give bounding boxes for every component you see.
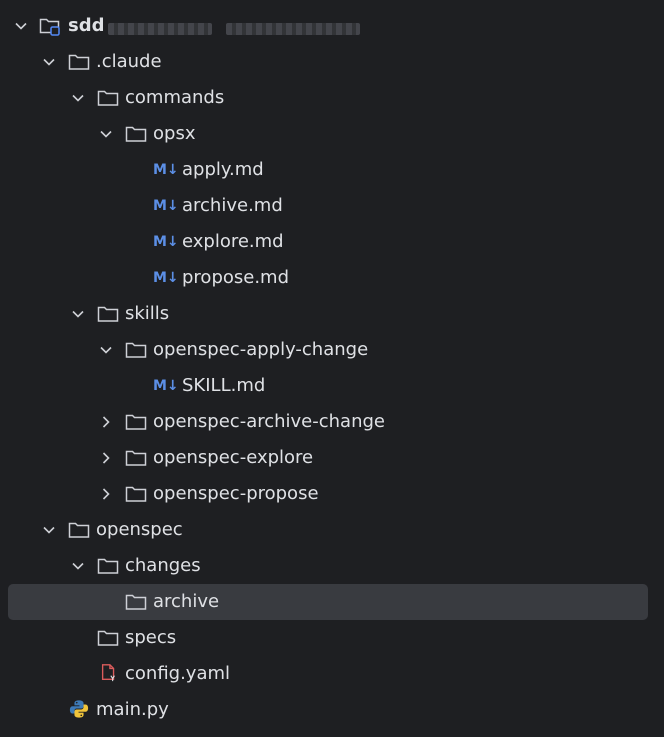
tree-item-label: openspec-propose (153, 483, 319, 504)
folder-icon (125, 450, 147, 466)
tree-item-label: .claude (96, 51, 162, 72)
chevron-down-icon[interactable] (97, 341, 115, 359)
tree-row-commands[interactable]: commands (0, 80, 664, 116)
tree-row-config-yaml[interactable]: config.yaml (0, 656, 664, 692)
redacted-path (108, 23, 212, 35)
python-file-icon (69, 700, 89, 718)
tree-item-label: openspec (96, 519, 183, 540)
folder-icon (68, 54, 90, 70)
markdown-icon: M↓ (153, 378, 179, 394)
folder-icon (125, 126, 147, 142)
tree-row-propose-md[interactable]: M↓ propose.md (0, 260, 664, 296)
tree-row-openspec-propose[interactable]: openspec-propose (0, 476, 664, 512)
tree-item-label: archive (153, 591, 220, 612)
tree-row-specs[interactable]: specs (0, 620, 664, 656)
folder-icon (125, 486, 147, 502)
tree-row-archive-md[interactable]: M↓ archive.md (0, 188, 664, 224)
chevron-down-icon[interactable] (69, 305, 87, 323)
chevron-down-icon[interactable] (69, 89, 87, 107)
tree-row-sdd[interactable]: sdd (0, 8, 664, 44)
tree-item-label: SKILL.md (182, 375, 266, 396)
chevron-down-icon[interactable] (12, 17, 30, 35)
folder-icon (68, 522, 90, 538)
tree-row-changes[interactable]: changes (0, 548, 664, 584)
tree-row-explore-md[interactable]: M↓ explore.md (0, 224, 664, 260)
folder-icon (125, 342, 147, 358)
tree-item-label: skills (125, 303, 170, 324)
tree-item-label: openspec-apply-change (153, 339, 369, 360)
tree-row-main-py[interactable]: main.py (0, 692, 664, 728)
tree-row-claude[interactable]: .claude (0, 44, 664, 80)
tree-item-label: openspec-explore (153, 447, 314, 468)
tree-item-label: changes (125, 555, 201, 576)
tree-row-openspec[interactable]: openspec (0, 512, 664, 548)
tree-item-label: openspec-archive-change (153, 411, 385, 432)
chevron-right-icon[interactable] (97, 449, 115, 467)
tree-item-label: explore.md (182, 231, 284, 252)
project-name: sdd (68, 15, 105, 36)
folder-icon (97, 306, 119, 322)
chevron-right-icon[interactable] (97, 485, 115, 503)
tree-item-label: main.py (96, 699, 169, 720)
folder-icon (125, 414, 147, 430)
tree-item-label: archive.md (182, 195, 283, 216)
tree-item-label: propose.md (182, 267, 290, 288)
folder-icon (125, 594, 147, 610)
folder-icon (97, 630, 119, 646)
chevron-right-icon[interactable] (97, 413, 115, 431)
tree-row-archive-selected[interactable]: archive (0, 584, 664, 620)
tree-item-label: specs (125, 627, 177, 648)
yaml-file-icon (101, 664, 115, 682)
tree-row-skill-md[interactable]: M↓ SKILL.md (0, 368, 664, 404)
tree-item-label: config.yaml (125, 663, 231, 684)
chevron-down-icon[interactable] (97, 125, 115, 143)
markdown-icon: M↓ (153, 234, 179, 250)
markdown-icon: M↓ (153, 162, 179, 178)
tree-row-apply-md[interactable]: M↓ apply.md (0, 152, 664, 188)
redacted-path (226, 23, 360, 35)
tree-item-label: commands (125, 87, 225, 108)
tree-item-label: opsx (153, 123, 196, 144)
selection-highlight (8, 584, 648, 620)
tree-row-openspec-explore[interactable]: openspec-explore (0, 440, 664, 476)
tree-item-label: apply.md (182, 159, 264, 180)
markdown-icon: M↓ (153, 270, 179, 286)
chevron-down-icon[interactable] (40, 521, 58, 539)
markdown-icon: M↓ (153, 198, 179, 214)
tree-row-openspec-archive-change[interactable]: openspec-archive-change (0, 404, 664, 440)
folder-icon (97, 90, 119, 106)
chevron-down-icon[interactable] (40, 53, 58, 71)
tree-row-opsx[interactable]: opsx (0, 116, 664, 152)
project-folder-icon (39, 18, 60, 36)
tree-row-skills[interactable]: skills (0, 296, 664, 332)
chevron-down-icon[interactable] (69, 557, 87, 575)
tree-row-openspec-apply-change[interactable]: openspec-apply-change (0, 332, 664, 368)
folder-icon (97, 558, 119, 574)
